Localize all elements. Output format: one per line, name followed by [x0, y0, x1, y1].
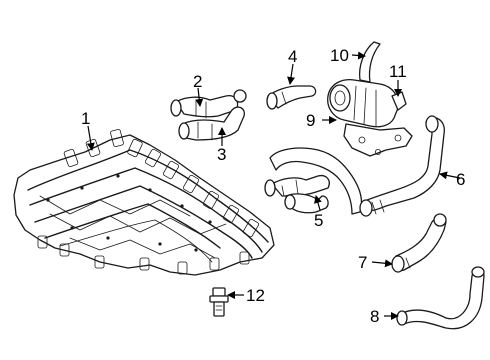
callout-4: 4 [288, 47, 297, 66]
long-hose-right [359, 115, 445, 217]
callout-7: 7 [358, 253, 367, 272]
callout-9: 9 [306, 111, 315, 130]
elbow-hose [266, 85, 317, 110]
callout-6: 6 [456, 170, 465, 189]
hose-pair [170, 89, 247, 141]
curved-hose-8 [396, 266, 485, 330]
callout-labels: 1 2 3 4 5 6 7 8 9 10 11 12 [81, 46, 465, 326]
leader-lines [86, 51, 461, 320]
callout-12: 12 [246, 286, 265, 305]
curved-hose-7 [391, 213, 447, 273]
callout-3: 3 [217, 145, 226, 164]
sensor-fitting [209, 287, 229, 317]
callout-11: 11 [389, 62, 407, 81]
callout-2: 2 [193, 72, 202, 91]
water-pump-assembly [327, 41, 413, 157]
callout-5: 5 [314, 211, 323, 230]
long-hose-middle [264, 147, 363, 215]
callout-10: 10 [330, 46, 349, 65]
coolant-manifold-assembly [13, 129, 275, 276]
callout-1: 1 [81, 109, 90, 128]
callout-8: 8 [370, 307, 379, 326]
